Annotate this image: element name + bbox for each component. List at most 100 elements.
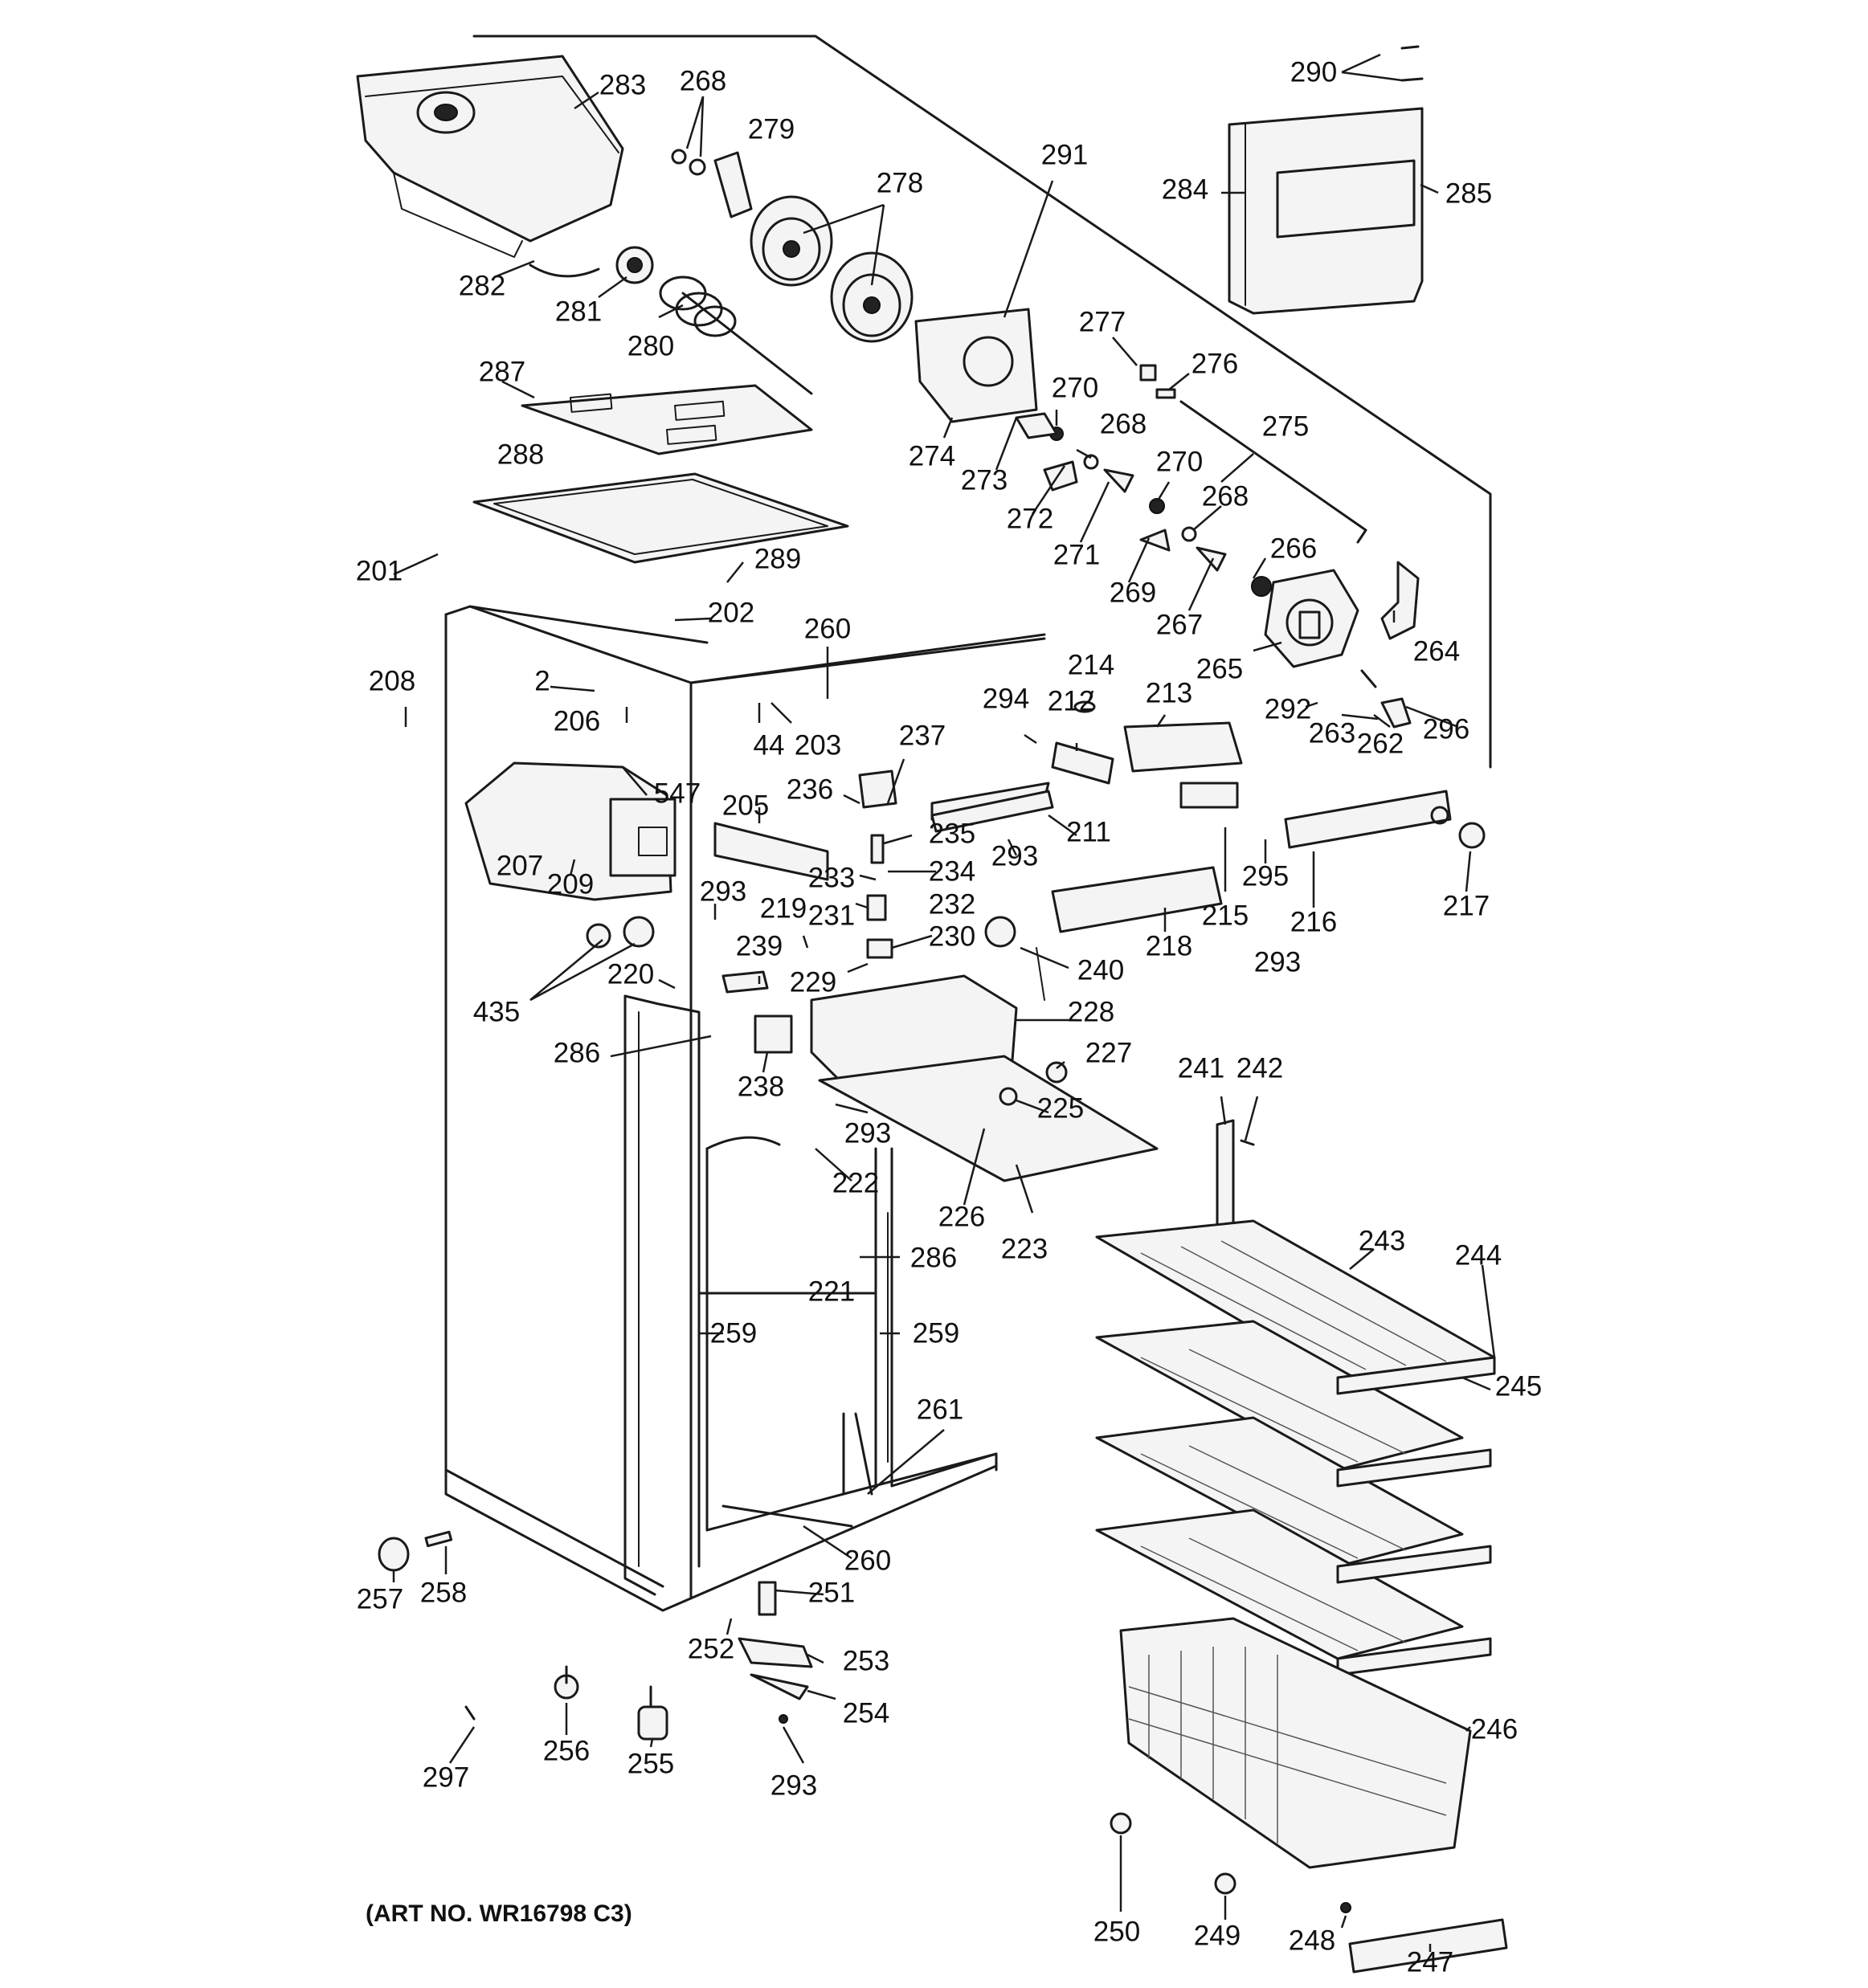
callout-268: 268 — [680, 65, 726, 96]
callout-288: 288 — [497, 439, 544, 470]
callout-259: 259 — [913, 1317, 959, 1349]
callout-213: 213 — [1146, 677, 1192, 708]
mounting-plate-part — [914, 308, 1038, 423]
callout-239: 239 — [736, 930, 783, 961]
callout-270: 270 — [1156, 446, 1203, 477]
callout-249: 249 — [1194, 1920, 1241, 1951]
callout-214: 214 — [1068, 649, 1114, 680]
callout-282: 282 — [459, 270, 505, 301]
trim-strip-part — [1284, 790, 1452, 849]
basket-part — [1119, 1617, 1472, 1869]
callout-252: 252 — [688, 1633, 734, 1664]
callout-241: 241 — [1178, 1052, 1224, 1084]
callout-223: 223 — [1001, 1233, 1048, 1264]
callout-254: 254 — [843, 1697, 889, 1729]
callout-275: 275 — [1262, 410, 1309, 442]
callout-258: 258 — [420, 1577, 467, 1608]
callout-281: 281 — [555, 296, 602, 327]
callout-215: 215 — [1202, 900, 1249, 931]
callout-208: 208 — [369, 665, 415, 696]
shelves-part — [1095, 1219, 1496, 1676]
plate-part — [713, 151, 753, 218]
callout-263: 263 — [1309, 717, 1355, 749]
callout-268: 268 — [1100, 408, 1147, 439]
callout-242: 242 — [1236, 1052, 1283, 1084]
cap-part — [378, 1537, 410, 1572]
callout-269: 269 — [1110, 577, 1156, 608]
callout-283: 283 — [599, 69, 646, 100]
callout-209: 209 — [547, 868, 594, 900]
callout-291: 291 — [1041, 139, 1088, 170]
callout-257: 257 — [357, 1583, 403, 1614]
callout-253: 253 — [843, 1645, 889, 1676]
callout-293: 293 — [991, 840, 1038, 872]
callout-293: 293 — [844, 1117, 891, 1149]
callout-286: 286 — [554, 1037, 600, 1068]
callout-212: 212 — [1048, 685, 1094, 716]
ice-bucket-part — [356, 55, 624, 258]
leader-lines — [392, 53, 1496, 1952]
callout-227: 227 — [1085, 1037, 1132, 1068]
callout-2: 2 — [534, 665, 550, 696]
cabinet-part — [444, 605, 1046, 1612]
callout-250: 250 — [1093, 1916, 1140, 1947]
callout-218: 218 — [1146, 930, 1192, 961]
callout-234: 234 — [929, 855, 975, 887]
callout-293: 293 — [770, 1770, 817, 1801]
callout-247: 247 — [1407, 1946, 1453, 1978]
callout-287: 287 — [479, 356, 525, 387]
callout-270: 270 — [1052, 372, 1098, 403]
callout-272: 272 — [1007, 503, 1053, 534]
callout-262: 262 — [1357, 728, 1404, 759]
callout-267: 267 — [1156, 609, 1203, 640]
part-drawings — [356, 35, 1508, 1974]
callout-280: 280 — [627, 330, 674, 361]
callout-203: 203 — [795, 729, 841, 761]
callout-44: 44 — [754, 729, 785, 761]
control-plate-part — [818, 1055, 1159, 1182]
callout-246: 246 — [1471, 1713, 1518, 1745]
callout-279: 279 — [748, 113, 795, 145]
bracket-part — [713, 822, 829, 881]
callout-232: 232 — [929, 888, 975, 920]
art-number-caption: (ART NO. WR16798 C3) — [366, 1900, 632, 1927]
callout-296: 296 — [1423, 713, 1469, 745]
callout-289: 289 — [754, 543, 801, 574]
callout-268: 268 — [1202, 480, 1249, 512]
callout-207: 207 — [497, 850, 543, 881]
callout-226: 226 — [938, 1201, 985, 1232]
crusher-blades-part — [750, 195, 914, 343]
callout-229: 229 — [790, 966, 836, 998]
light-socket-part — [984, 916, 1016, 948]
callout-248: 248 — [1289, 1925, 1335, 1956]
callout-274: 274 — [909, 440, 955, 471]
callout-293: 293 — [1254, 946, 1301, 978]
light-cover-part — [1051, 866, 1223, 933]
callout-273: 273 — [961, 464, 1008, 496]
callout-294: 294 — [983, 683, 1029, 714]
callout-290: 290 — [1290, 56, 1337, 88]
callout-211: 211 — [1066, 816, 1111, 847]
callout-216: 216 — [1290, 906, 1337, 937]
callout-271: 271 — [1053, 539, 1100, 570]
callout-286: 286 — [910, 1242, 957, 1273]
switch-bracket-part — [1123, 721, 1243, 773]
callout-230: 230 — [929, 921, 975, 952]
callout-225: 225 — [1037, 1092, 1084, 1124]
relay-part — [754, 1014, 793, 1054]
callout-261: 261 — [917, 1394, 963, 1425]
callout-251: 251 — [808, 1577, 855, 1608]
callout-245: 245 — [1495, 1370, 1542, 1402]
callout-202: 202 — [708, 597, 754, 628]
callout-277: 277 — [1079, 306, 1126, 337]
rod-part — [1179, 400, 1367, 544]
callout-256: 256 — [543, 1735, 590, 1766]
motor-bracket-part — [1380, 561, 1420, 640]
callout-235: 235 — [929, 818, 975, 849]
assembly-boundary-line — [472, 35, 1492, 769]
callout-219: 219 — [760, 892, 807, 924]
callout-266: 266 — [1270, 533, 1317, 564]
callout-297: 297 — [423, 1761, 469, 1793]
dispenser-housing-part — [1228, 107, 1424, 315]
